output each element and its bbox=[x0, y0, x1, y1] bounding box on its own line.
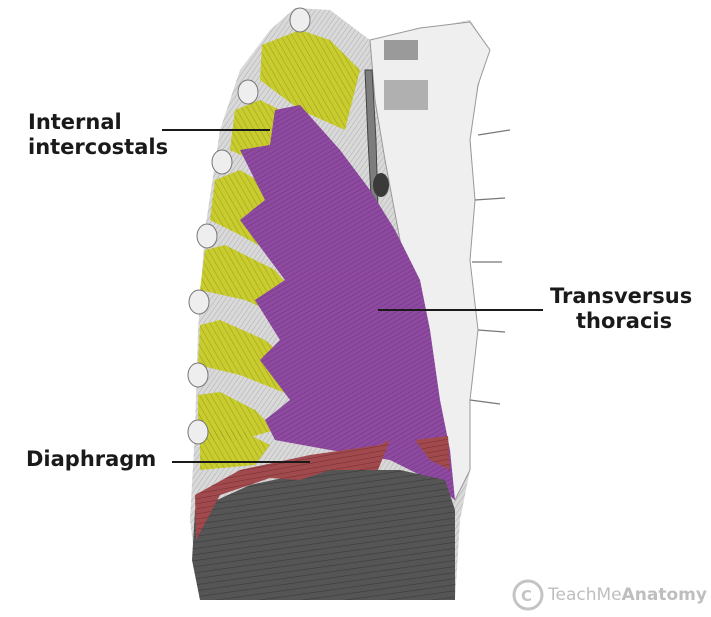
rib-ends bbox=[187, 7, 311, 445]
label-internal-intercostals: Internal intercostals bbox=[28, 110, 168, 160]
watermark-text: TeachMeAnatomy bbox=[548, 585, 707, 605]
label-transversus-line2: thoracis bbox=[576, 309, 673, 333]
label-transversus-line1: Transversus bbox=[550, 284, 693, 308]
label-diaphragm: Diaphragm bbox=[26, 447, 156, 472]
label-pointer-lines bbox=[162, 129, 543, 463]
label-diaphragm-text: Diaphragm bbox=[26, 447, 157, 471]
watermark-suffix: Anatomy bbox=[621, 585, 707, 605]
sternal-notch bbox=[384, 40, 418, 60]
watermark-logo-icon: C bbox=[512, 579, 544, 611]
costal-cartilage-edges bbox=[469, 129, 511, 405]
svg-text:C: C bbox=[521, 587, 532, 605]
label-internal-line2: intercostals bbox=[28, 135, 169, 159]
watermark: TeachMeAnatomy bbox=[548, 579, 707, 611]
watermark-prefix: TeachMe bbox=[548, 585, 622, 605]
label-internal-line1: Internal bbox=[28, 110, 122, 134]
manubrium-joint bbox=[384, 80, 428, 110]
label-transversus-thoracis: Transversus thoracis bbox=[550, 284, 692, 334]
diaphragm-cut-edge bbox=[195, 436, 450, 540]
